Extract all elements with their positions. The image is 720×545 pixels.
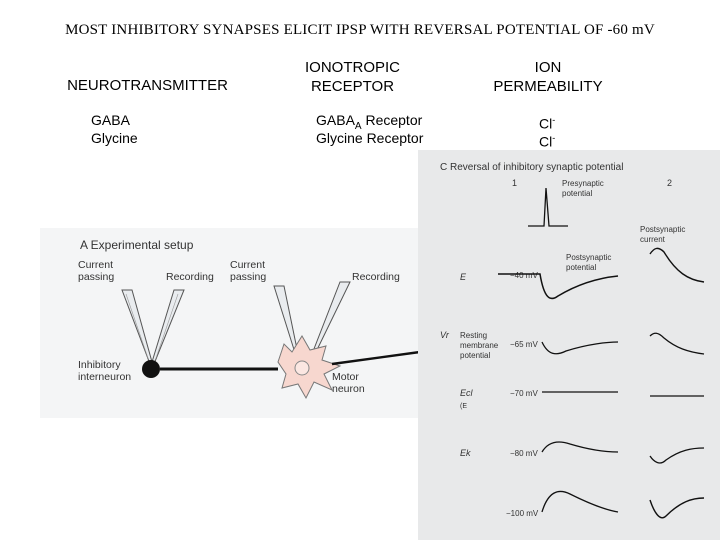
figure-reversal-potential: C Reversal of inhibitory synaptic potent… (418, 150, 720, 540)
resting-label-b: membrane (460, 341, 499, 350)
resting-label-c: potential (460, 351, 490, 360)
psc-trace-minus-65 (649, 332, 705, 355)
figure-experimental-setup: A Experimental setup Current passing Rec… (40, 228, 421, 418)
presynaptic-spike-trace (528, 187, 568, 227)
reversal-diagram: C Reversal of inhibitory synaptic potent… (440, 162, 705, 519)
motor-neuron-axon (331, 350, 421, 366)
ion-name: Cl (539, 115, 553, 132)
psp-trace-minus-65 (541, 341, 619, 355)
recording-label-2: Recording (352, 271, 400, 283)
resting-label-a: Resting (460, 331, 487, 340)
voltage-minus-80: −80 mV (510, 449, 538, 458)
header-ion-permeability: ION PERMEABILITY (478, 58, 618, 96)
setup-diagram: A Experimental setup Current passing Rec… (78, 238, 421, 400)
current-passing-label-2a: Current (230, 259, 265, 271)
header-receptor-line1: IONOTROPIC (304, 59, 400, 76)
postsyn-potential-label-a: Postsynaptic (566, 253, 611, 262)
current-passing-label-1a: Current (78, 259, 113, 271)
current-passing-label-2b: passing (230, 271, 266, 283)
electrode-recording-right (311, 281, 351, 357)
electrode-recording-left (151, 289, 185, 365)
motor-label-b: neuron (332, 383, 365, 395)
motor-label-a: Motor (332, 371, 359, 383)
row-gaba-ion: Cl- (539, 111, 555, 133)
ion-charge: - (552, 115, 556, 125)
slide-title: MOST INHIBITORY SYNAPSES ELICIT IPSP WIT… (65, 22, 655, 38)
ecl-label: Ecl (460, 388, 474, 398)
ecl-sub-label: (E (460, 403, 467, 410)
voltage-minus-40: −40 mV (510, 271, 538, 280)
column-2-label: 2 (667, 178, 672, 188)
psc-trace-minus-80 (649, 447, 705, 464)
ek-label: Ek (460, 448, 471, 458)
receptor-rest: Receptor (361, 112, 423, 128)
recording-label-1: Recording (166, 271, 214, 283)
row-glycine-receptor: Glycine Receptor (316, 130, 424, 146)
current-passing-label-1b: passing (78, 271, 114, 283)
inhibitory-label-b: interneuron (78, 371, 131, 383)
header-ion-line1: ION (534, 59, 562, 76)
ion-name: Cl (539, 133, 553, 150)
row-gaba-receptor: GABAA Receptor (316, 111, 422, 136)
header-neurotransmitter: NEUROTRANSMITTER (67, 77, 228, 94)
postsyn-potential-label-b: potential (566, 263, 596, 272)
reversal-heading: C Reversal of inhibitory synaptic potent… (440, 162, 623, 173)
postsyn-current-label-b: current (640, 235, 666, 244)
voltage-minus-100: −100 mV (506, 509, 539, 518)
header-ionotropic-receptor: IONOTROPIC RECEPTOR (270, 58, 435, 96)
row-glycine-ion: Cl- (539, 129, 555, 151)
psc-trace-minus-40 (649, 247, 705, 283)
header-receptor-line2: RECEPTOR (310, 78, 395, 95)
voltage-minus-70: −70 mV (510, 389, 538, 398)
psp-trace-minus-100 (541, 490, 619, 513)
row-glycine-transmitter: Glycine (91, 130, 138, 146)
inhibitory-label-a: Inhibitory (78, 359, 121, 371)
presynaptic-label-b: potential (562, 189, 592, 198)
e-label: E (460, 272, 467, 282)
ion-charge: - (552, 133, 556, 143)
psc-trace-minus-100 (649, 497, 705, 519)
electrode-current-left (121, 289, 153, 365)
presynaptic-label-a: Presynaptic (562, 179, 604, 188)
receptor-main: GABA (316, 112, 355, 128)
psp-trace-minus-40 (498, 273, 619, 300)
header-ion-line2: PERMEABILITY (493, 78, 603, 95)
receptor-subscript: A (354, 120, 362, 132)
voltage-minus-65: −65 mV (510, 340, 538, 349)
motor-neuron-nucleus (294, 360, 310, 376)
column-1-label: 1 (512, 178, 517, 188)
inhibitory-interneuron-body (142, 360, 160, 378)
postsyn-current-label-a: Postsynaptic (640, 225, 685, 234)
setup-heading: A Experimental setup (80, 238, 194, 252)
vr-label: Vr (440, 330, 450, 340)
row-gaba-transmitter: GABA (91, 112, 130, 128)
psp-trace-minus-80 (541, 441, 619, 453)
